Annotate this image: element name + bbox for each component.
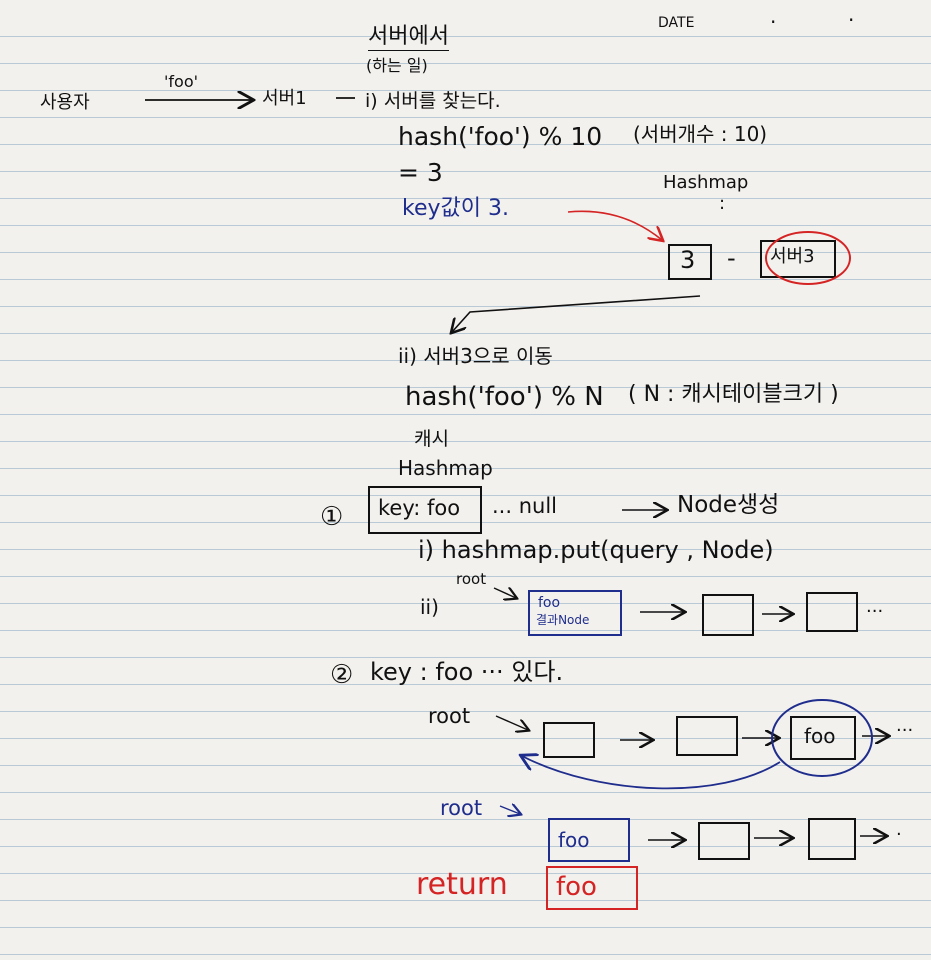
cache-hashmap-label: Hashmap bbox=[398, 456, 493, 480]
step1-label: i) 서버를 찾는다. bbox=[365, 90, 501, 112]
step1-note: (서버개수 : 10) bbox=[633, 122, 768, 146]
case2-node-box bbox=[543, 722, 595, 758]
case2-node-box bbox=[808, 818, 856, 860]
case1-tail: ... bbox=[866, 596, 884, 617]
hashmap-key: 3 bbox=[680, 246, 696, 274]
case2-tail: ··· bbox=[896, 720, 914, 741]
case1-node-box bbox=[702, 594, 754, 636]
hashmap-label: Hashmap bbox=[663, 172, 749, 193]
case1-root: root bbox=[456, 570, 487, 588]
step2-label: ii) 서버3으로 이동 bbox=[398, 344, 553, 368]
date-label: DATE bbox=[658, 15, 695, 31]
case2-node-box bbox=[676, 716, 738, 756]
case1-null: ... null bbox=[492, 494, 557, 518]
case1-put: i) hashmap.put(query , Node) bbox=[418, 536, 774, 564]
return-value: foo bbox=[556, 872, 597, 902]
server1-label: 서버1 bbox=[262, 88, 307, 109]
case1-node-box bbox=[806, 592, 858, 632]
case1-result-node: foo 결과Node bbox=[528, 590, 622, 636]
case2-tail2: · bbox=[896, 824, 902, 845]
return-box: foo bbox=[546, 866, 638, 910]
date-dot: · bbox=[770, 10, 777, 34]
request-label: 'foo' bbox=[164, 72, 199, 91]
case2-node-box bbox=[698, 822, 750, 860]
hashmap-value-box: 서버3 bbox=[760, 240, 836, 278]
page-title: 서버에서 bbox=[368, 24, 449, 51]
cache-title: 캐시 bbox=[414, 428, 449, 450]
user-label: 사용자 bbox=[40, 92, 90, 113]
case1-node-line2: 결과Node bbox=[536, 613, 590, 627]
step2-note: ( N : 캐시테이블크기 ) bbox=[628, 382, 839, 407]
return-label: return bbox=[416, 867, 508, 902]
hashmap-colon: : bbox=[719, 193, 726, 214]
case2-number: ② bbox=[330, 660, 354, 690]
case2-found-text: foo bbox=[804, 724, 836, 748]
hashmap-value: 서버3 bbox=[770, 246, 815, 267]
date-dot: · bbox=[848, 8, 855, 32]
hashmap-dash: - bbox=[727, 244, 736, 272]
case2-root-moved: root bbox=[440, 796, 483, 820]
step2-hash: hash('foo') % N bbox=[405, 382, 604, 412]
case2-root: root bbox=[428, 704, 471, 728]
case1-create: Node생성 bbox=[677, 492, 780, 518]
case1-key-box: key: foo bbox=[368, 486, 482, 534]
case2-label: key : foo ··· 있다. bbox=[370, 658, 564, 686]
page-subtitle: (하는 일) bbox=[366, 56, 428, 75]
case2-found-node: foo bbox=[790, 716, 856, 760]
hashmap-key-box: 3 bbox=[668, 244, 712, 280]
case1-key: key: foo bbox=[378, 496, 461, 520]
case2-moved-node: foo bbox=[548, 818, 630, 862]
case1-node-line1: foo bbox=[538, 595, 561, 611]
case1-number: ① bbox=[320, 502, 344, 532]
case2-moved-text: foo bbox=[558, 828, 590, 852]
step1-result: = 3 bbox=[398, 158, 443, 187]
step1-hash: hash('foo') % 10 bbox=[398, 122, 603, 151]
key-note: key값이 3. bbox=[402, 196, 509, 221]
case1-ii: ii) bbox=[420, 595, 439, 619]
